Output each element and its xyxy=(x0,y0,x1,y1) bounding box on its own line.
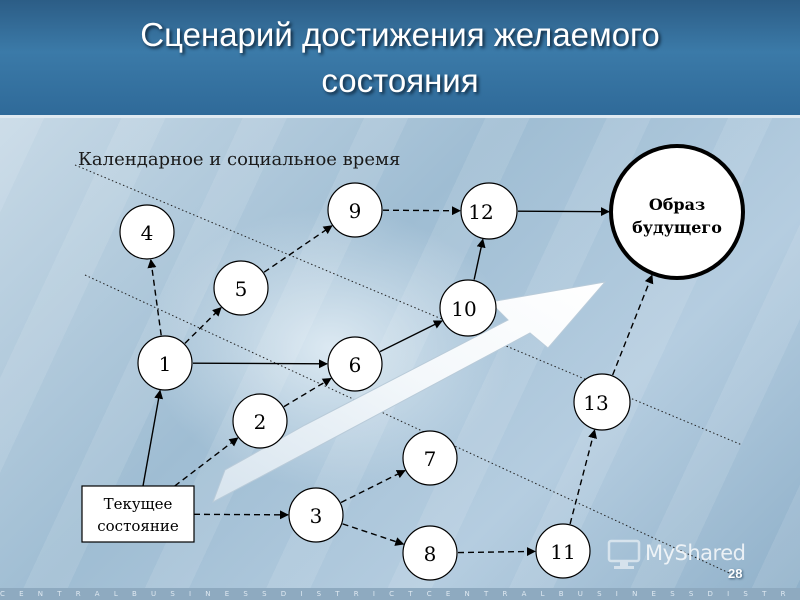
slide-title-line-1: Сценарий достижения желаемого xyxy=(140,16,660,53)
edge-n8-to-n11 xyxy=(457,547,536,557)
node-8: 8 xyxy=(402,525,458,581)
node-3-label: 3 xyxy=(310,504,323,528)
edge-n1-to-n5 xyxy=(184,307,222,344)
node-6: 6 xyxy=(327,336,383,392)
node-12-label: 12 xyxy=(468,200,493,224)
node-12: 12 xyxy=(460,182,518,240)
slide-title-line-2: состояния xyxy=(321,62,479,99)
current-state-line-1: Текущее xyxy=(104,495,173,513)
watermark-text: MyShared xyxy=(645,541,746,565)
node-10-label: 10 xyxy=(451,297,476,321)
node-10: 10 xyxy=(439,279,497,337)
edge-n3-to-n8 xyxy=(342,523,405,546)
future-image-line-2: будущего xyxy=(632,218,722,237)
watermark-logo-icon xyxy=(607,539,641,569)
node-6-label: 6 xyxy=(349,353,362,377)
edge-n6-to-n10 xyxy=(379,320,443,353)
time-boundary-line-2 xyxy=(84,274,741,579)
node-11: 11 xyxy=(535,523,591,579)
edges-layer xyxy=(142,206,654,557)
time-label: Календарное и социальное время xyxy=(78,149,400,170)
node-4-label: 4 xyxy=(141,221,154,245)
node-9-label: 9 xyxy=(349,199,362,223)
node-1-label: 1 xyxy=(159,352,172,376)
slide-number: 28 xyxy=(728,566,743,581)
slide-title: Сценарий достижения желаемого состояния xyxy=(80,12,720,104)
node-5-label: 5 xyxy=(235,277,248,301)
edge-n2-to-n6 xyxy=(283,377,332,408)
edge-start-to-n1 xyxy=(142,389,164,487)
node-1: 1 xyxy=(137,335,193,391)
footer-strip: C E N T R A L B U S I N E S S D I S T R … xyxy=(0,588,800,600)
edge-n10-to-n12 xyxy=(473,238,486,280)
node-5: 5 xyxy=(213,260,269,316)
node-2: 2 xyxy=(232,393,288,449)
node-7: 7 xyxy=(402,430,458,486)
edge-n1-to-n4 xyxy=(147,258,162,336)
edge-n3-to-n7 xyxy=(340,469,406,504)
slide-header: Сценарий достижения желаемого состояния xyxy=(0,0,800,118)
node-4: 4 xyxy=(119,204,175,260)
node-13-label: 13 xyxy=(583,391,608,415)
current-state-node: Текущее состояние xyxy=(81,485,195,543)
future-image-line-1: Образ xyxy=(649,195,705,214)
edge-start-to-n3 xyxy=(193,510,289,520)
time-boundary-line-1 xyxy=(74,164,743,446)
edge-n5-to-n9 xyxy=(263,225,333,273)
edge-n13-to-goal xyxy=(611,274,654,376)
node-3: 3 xyxy=(288,487,344,543)
node-2-label: 2 xyxy=(254,410,267,434)
edge-start-to-n2 xyxy=(174,437,239,487)
edge-n11-to-n13 xyxy=(569,429,597,525)
edge-n9-to-n12 xyxy=(382,206,461,216)
node-7-label: 7 xyxy=(424,447,437,471)
node-13: 13 xyxy=(573,373,631,431)
future-image-node: Образ будущего xyxy=(609,144,745,280)
node-11-label: 11 xyxy=(550,540,575,564)
current-state-line-2: состояние xyxy=(97,517,179,535)
node-9: 9 xyxy=(327,182,383,238)
node-8-label: 8 xyxy=(424,542,437,566)
edge-n1-to-n6 xyxy=(192,359,328,369)
